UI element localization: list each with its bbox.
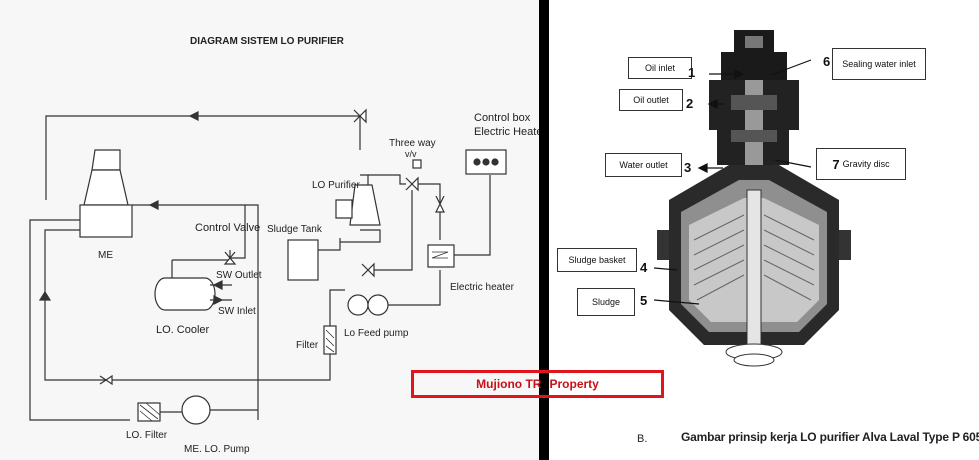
watermark-box: Mujiono TR Property <box>411 370 664 398</box>
me-top <box>91 149 121 171</box>
callout-box-gravity-disc: 7 Gravity disc <box>816 148 906 180</box>
watermark-property: Property <box>549 377 599 391</box>
sludge-tank-label: Sludge Tank <box>267 224 322 235</box>
lo-purifier-symbol <box>349 184 381 226</box>
callout-num-7: 7 <box>832 156 840 172</box>
right-cross-section-panel: Oil inlet 1 Oil outlet 2 Water outlet 3 … <box>549 0 979 460</box>
diagram-title: DIAGRAM SISTEM LO PURIFIER <box>190 36 344 47</box>
lo-cooler-symbol <box>154 277 216 311</box>
callout-label-gravity-disc: Gravity disc <box>842 159 890 169</box>
callout-num-4: 4 <box>640 260 648 275</box>
return-pipe <box>45 115 361 200</box>
sludge-tank-symbol <box>287 239 319 281</box>
watermark-name: Mujiono TR <box>476 377 542 391</box>
callout-num-2: 2 <box>686 96 694 111</box>
filter-label: Filter <box>296 340 319 351</box>
lo-purifier-label: LO Purifier <box>312 180 360 191</box>
vv-label: v/v <box>405 149 417 159</box>
electric-heater-symbol <box>427 244 455 268</box>
lo-feed-pump-label: Lo Feed pump <box>344 328 409 339</box>
callout-num-6: 6 <box>823 54 831 69</box>
callout-num-3: 3 <box>684 160 692 175</box>
me-label: ME <box>98 250 113 261</box>
lo-feed-pump-symbol <box>347 294 369 316</box>
callout-box-sealing-water-inlet: Sealing water inlet <box>832 48 926 80</box>
me-lo-pump-label: ME. LO. Pump <box>184 444 250 455</box>
electric-heater-box-label: Electric Heater <box>474 126 539 138</box>
callout-box-oil-outlet: Oil outlet <box>619 89 683 111</box>
callout-box-sludge: Sludge <box>577 288 635 316</box>
me-engine-body <box>79 204 133 238</box>
purifier-cross-section <box>653 30 851 367</box>
callout-box-oil-inlet: Oil inlet <box>628 57 692 79</box>
control-valve-label: Control Valve <box>195 222 261 234</box>
callout-box-sludge-basket: Sludge basket <box>557 248 637 272</box>
lo-filter-label: LO. Filter <box>126 430 168 441</box>
callout-num-5: 5 <box>640 293 648 308</box>
caption: Gambar prinsip kerja LO purifier Alva La… <box>681 430 979 444</box>
me-lo-pump-symbol <box>181 395 211 425</box>
sw-inlet-label: SW Inlet <box>218 306 256 317</box>
control-box-label: Control box <box>474 112 531 124</box>
electric-heater-label: Electric heater <box>450 282 514 293</box>
callout-box-water-outlet: Water outlet <box>605 153 682 177</box>
three-way-label: Three way <box>389 138 436 149</box>
lo-cooler-label: LO. Cooler <box>156 324 210 336</box>
left-diagram-panel: DIAGRAM SISTEM LO PURIFIER <box>0 0 539 460</box>
piping-diagram <box>29 108 507 425</box>
caption-letter: B. <box>637 433 648 445</box>
callout-num-1: 1 <box>688 65 696 80</box>
sw-outlet-label: SW Outlet <box>216 270 262 281</box>
